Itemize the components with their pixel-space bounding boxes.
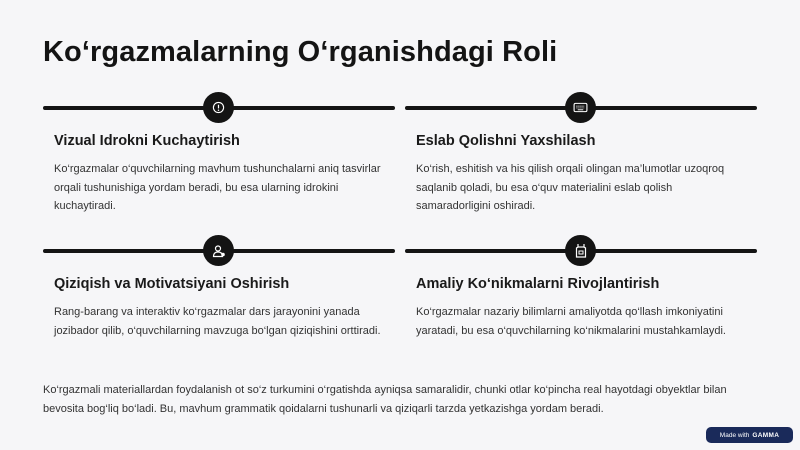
user-icon [203,235,234,266]
made-with-gamma-badge[interactable]: Made with GAMMA [706,427,793,443]
card-heading: Vizual Idrokni Kuchaytirish [54,133,240,149]
summary-text: Ko‘rgazmali materiallardan foydalanish o… [43,384,727,415]
card-heading: Amaliy Ko‘nikmalarni Rivojlantirish [416,276,660,292]
card-text: Rang-barang va interaktiv ko‘rgazmalar d… [54,306,381,337]
info-icon [203,92,234,123]
card-heading: Qiziqish va Motivatsiyani Oshirish [54,276,290,292]
card-text: Ko‘rgazmalar nazariy bilimlarni amaliyot… [416,306,726,337]
keyboard-icon [565,92,596,123]
page-title: Ko‘rgazmalarning O‘rganishdagi Roli [43,36,558,68]
apron-icon [565,235,596,266]
badge-prefix: Made with [719,431,750,439]
card-heading: Eslab Qolishni Yaxshilash [416,133,596,149]
badge-brand: GAMMA [752,431,780,439]
card-text: Ko‘rish, eshitish va his qilish orqali o… [416,163,725,212]
card-text: Ko‘rgazmalar o‘quvchilarning mavhum tush… [54,163,381,212]
